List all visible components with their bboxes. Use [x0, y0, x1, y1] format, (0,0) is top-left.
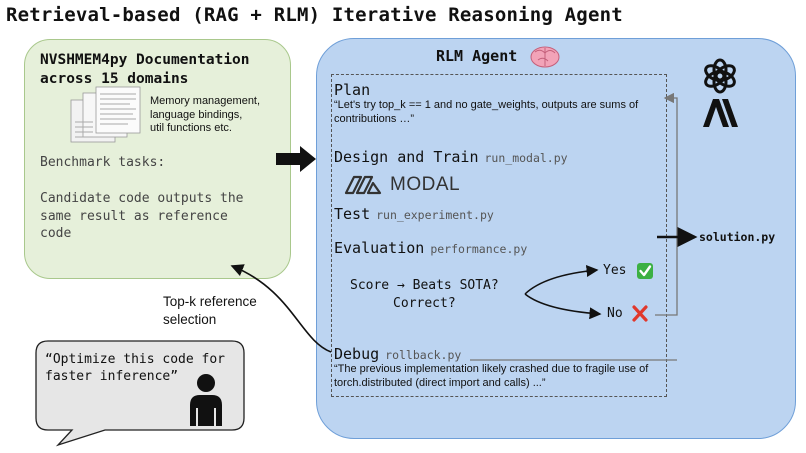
yes-outcome: Yes: [603, 263, 626, 278]
design-file: run_modal.py: [484, 151, 568, 165]
debug-quote-line2: torch.distributed (direct import and cal…: [334, 376, 546, 389]
note-line3: util functions etc.: [150, 122, 232, 134]
user-quote: “Optimize this code for faster inference…: [45, 351, 225, 385]
score-line2: Correct?: [393, 296, 456, 311]
evaluation-label: Evaluation: [334, 239, 425, 257]
page-title: Retrieval-based (RAG + RLM) Iterative Re…: [6, 4, 623, 26]
no-outcome: No: [607, 306, 623, 321]
plan-quote-line2: contributions …”: [334, 112, 415, 125]
feedback-loop-line: [470, 92, 678, 361]
documentation-title-line1: NVSHMEM4py Documentation: [40, 52, 250, 68]
candidate-line1: Candidate code outputs the: [40, 191, 244, 206]
documentation-note: Memory management, language bindings, ut…: [150, 95, 260, 136]
candidate-line3: code: [40, 226, 72, 241]
debug-file: rollback.py: [385, 348, 462, 362]
plan-quote: “Let's try top_k == 1 and no gate_weight…: [334, 99, 638, 126]
user-quote-line2: faster inference”: [45, 369, 179, 384]
modal-text: MODAL: [390, 174, 461, 195]
score-question: Score → Beats SOTA? Correct?: [350, 277, 499, 313]
test-step: Test run_experiment.py: [334, 205, 494, 223]
documentation-title-line2: across 15 domains: [40, 71, 189, 87]
topk-label: Top-k reference selection: [163, 293, 257, 329]
debug-label: Debug: [334, 345, 380, 363]
anthropic-logo-icon: [703, 99, 738, 127]
documentation-title: NVSHMEM4py Documentation across 15 domai…: [40, 51, 250, 89]
test-file: run_experiment.py: [376, 208, 494, 222]
design-step: Design and Train run_modal.py: [334, 148, 568, 166]
debug-quote-line1: “The previous implementation likely cras…: [334, 363, 649, 375]
topk-line2: selection: [163, 312, 217, 327]
openai-logo-icon: [704, 58, 736, 94]
note-line2: language bindings,: [150, 108, 243, 121]
score-branches: [524, 265, 602, 320]
modal-logo-icon: [344, 175, 382, 195]
evaluation-step: Evaluation performance.py: [334, 239, 527, 257]
debug-quote: “The previous implementation likely cras…: [334, 363, 648, 390]
yes-label: Yes: [603, 263, 627, 278]
benchmark-label: Benchmark tasks:: [40, 155, 166, 170]
plan-quote-line1: “Let's try top_k == 1 and no gate_weight…: [334, 99, 639, 111]
brain-icon: [530, 46, 560, 68]
debug-step: Debug rollback.py: [334, 345, 461, 363]
test-label: Test: [334, 205, 371, 223]
cross-icon: [632, 305, 648, 322]
candidate-text: Candidate code outputs the same result a…: [40, 190, 244, 243]
no-label: No: [607, 306, 623, 321]
design-label: Design and Train: [334, 148, 479, 166]
check-icon: [637, 263, 653, 279]
person-icon: [190, 374, 222, 426]
evaluation-file: performance.py: [430, 242, 528, 256]
candidate-line2: same result as reference: [40, 208, 228, 224]
topk-line1: Top-k reference: [163, 294, 257, 309]
score-line1: Score → Beats SOTA?: [350, 278, 499, 293]
note-line1: Memory management,: [150, 95, 261, 107]
user-quote-line1: “Optimize this code for: [45, 352, 226, 367]
modal-logo: MODAL: [344, 174, 460, 196]
solution-output: solution.py: [699, 230, 776, 244]
agent-loop-frame: [331, 74, 667, 397]
plan-label: Plan: [334, 81, 371, 99]
agent-title: RLM Agent: [436, 47, 518, 65]
topk-arrow: [230, 264, 332, 353]
input-arrow: [276, 146, 316, 172]
